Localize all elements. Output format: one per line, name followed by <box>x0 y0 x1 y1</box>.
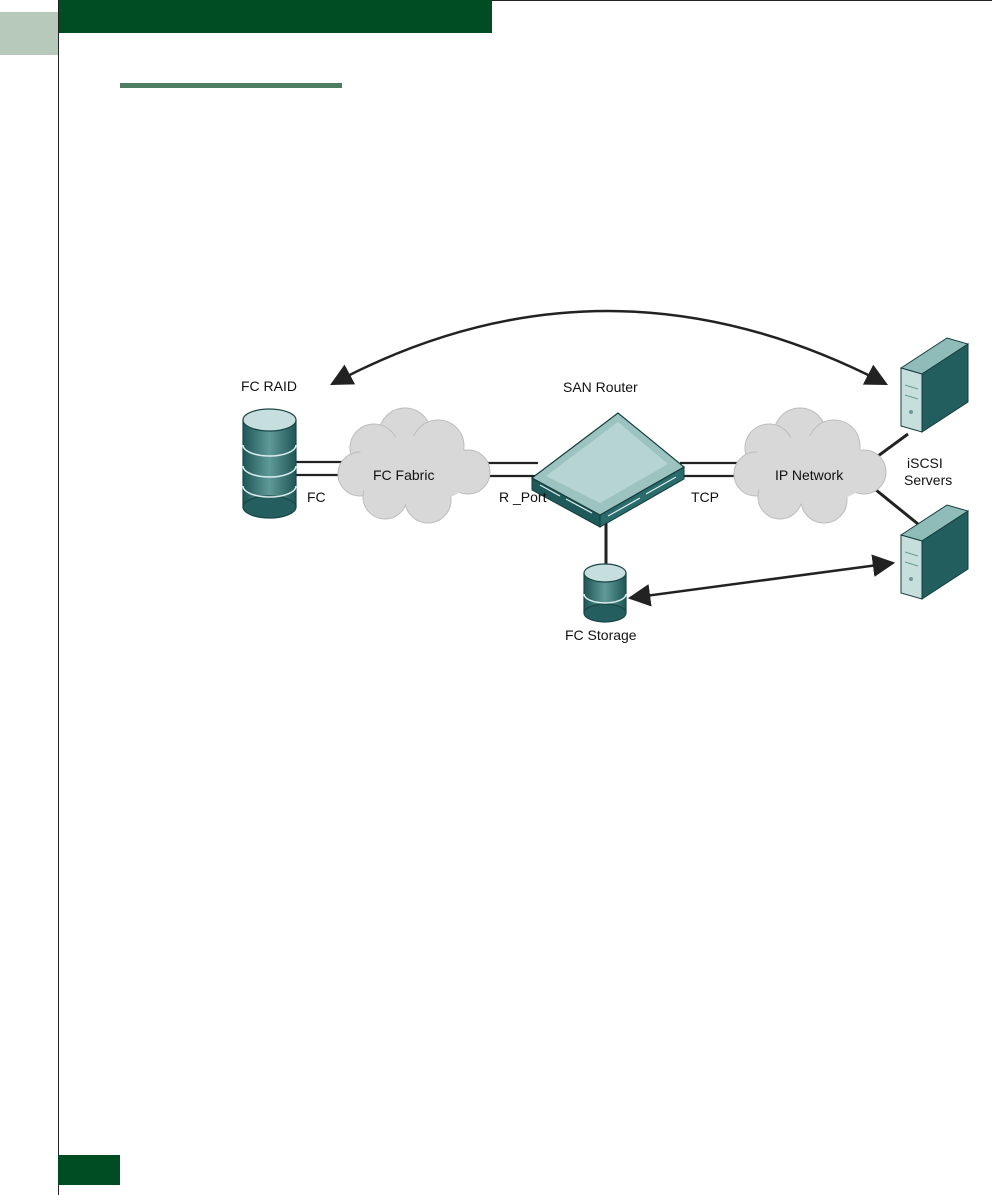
header-rule <box>492 0 992 1</box>
fc-storage-icon <box>583 563 627 623</box>
network-to-server-top-line <box>877 432 909 458</box>
rport-link-lines <box>486 461 538 478</box>
fc-fabric-cloud <box>337 407 491 524</box>
fc-raid-icon <box>242 408 297 519</box>
iscsi-server-top-icon <box>899 337 970 433</box>
fc-link-label: FC <box>307 489 326 505</box>
ip-network-label: IP Network <box>775 467 844 483</box>
chapter-tab <box>0 12 58 55</box>
storage-to-server-arrow <box>627 554 896 607</box>
iscsi-server-bottom-icon <box>899 504 970 600</box>
raid-to-server-arrow <box>330 309 888 386</box>
section-heading-rule <box>120 83 342 88</box>
servers-label: Servers <box>904 472 952 488</box>
tcp-label: TCP <box>691 489 719 505</box>
fc-storage-label: FC Storage <box>565 627 637 643</box>
footer-page-block <box>58 1155 120 1185</box>
san-router-label: SAN Router <box>563 379 638 395</box>
fc-raid-label: FC RAID <box>241 378 297 394</box>
tcp-link-lines <box>680 461 742 478</box>
ip-network-cloud <box>733 407 887 524</box>
fc-fabric-label: FC Fabric <box>373 467 434 483</box>
margin-rule <box>58 0 59 1195</box>
san-router-icon <box>530 412 686 528</box>
r-port-label: R _Port <box>499 489 547 505</box>
iscsi-label: iSCSI <box>907 455 943 471</box>
fc-link-lines <box>294 460 345 477</box>
header-bar <box>58 0 492 33</box>
network-to-server-bottom-line <box>875 488 919 526</box>
